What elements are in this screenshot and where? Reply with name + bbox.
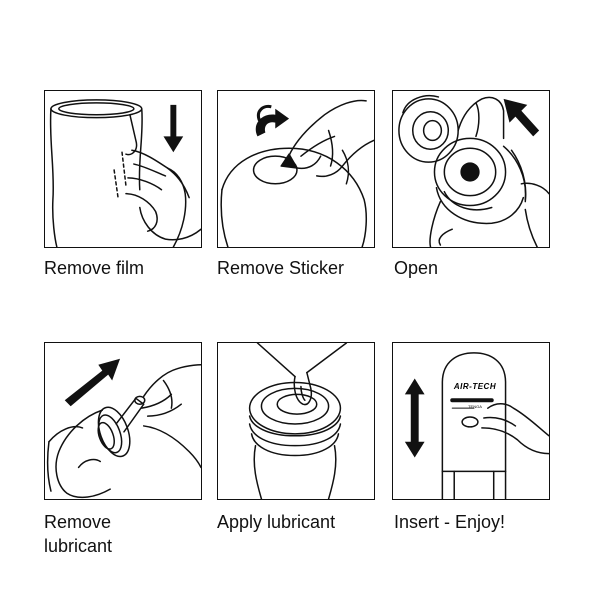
step-5-caption: Apply lubricant [217, 512, 336, 532]
step-1-caption: Remove film [44, 258, 145, 278]
step-4-caption: Remove lubricant [44, 512, 113, 556]
insert-icon [393, 343, 549, 499]
cap-open-icon [393, 91, 549, 247]
film-removal-icon [45, 91, 201, 247]
up-right-arrow-icon [64, 358, 121, 407]
step-2-panel [217, 90, 375, 248]
down-arrow-icon [163, 104, 184, 153]
lubricant-removal-icon [45, 343, 201, 499]
lubricant-pour-icon [218, 343, 374, 499]
step-6-caption: Insert - Enjoy! [394, 512, 506, 532]
step-1-panel [44, 90, 202, 248]
step-2-caption: Remove Sticker [217, 258, 345, 278]
brand-logo-sub: TENGA [468, 404, 482, 409]
step-4-panel [44, 342, 202, 500]
step-3-caption: Open [394, 258, 439, 278]
sticker-peel-icon [218, 91, 374, 247]
step-6-panel: AIR-TECH TENGA [392, 342, 550, 500]
step-5-panel [217, 342, 375, 500]
curved-arrow-icon [255, 91, 290, 137]
step-3-panel [392, 90, 550, 248]
brand-logo-text: AIR-TECH [453, 382, 497, 391]
up-down-arrow-icon [404, 378, 425, 458]
up-left-arrow-icon [503, 98, 540, 137]
brand-logo: AIR-TECH TENGA [451, 383, 499, 409]
